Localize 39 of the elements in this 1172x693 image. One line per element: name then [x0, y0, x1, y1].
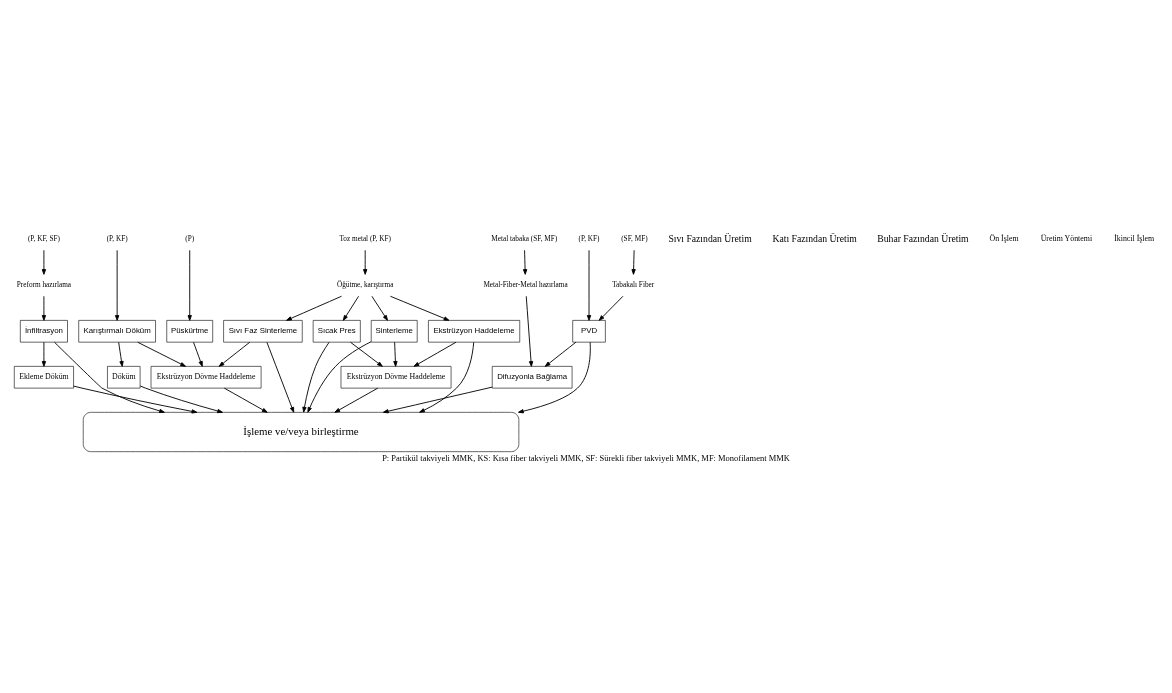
arrow [389, 295, 450, 321]
arrow [286, 295, 342, 321]
arrow [41, 295, 47, 321]
arrow [266, 341, 295, 413]
arrow [382, 386, 493, 413]
arrow [223, 387, 268, 413]
arrow [41, 249, 47, 275]
arrow [586, 249, 592, 321]
arrow [54, 341, 165, 413]
arrow [139, 385, 223, 413]
arrow [193, 341, 203, 367]
arrow [118, 341, 124, 367]
arrow [363, 249, 368, 275]
label: Buhar Fazından Üretim [877, 232, 969, 244]
arrow [218, 341, 251, 367]
arrow [114, 249, 120, 321]
arrow [73, 385, 198, 414]
arrow [137, 341, 186, 367]
arrow [350, 341, 383, 367]
node-box: İşleme ve/veya birleştirme [82, 411, 520, 452]
arrow [371, 295, 388, 321]
arrow [187, 249, 192, 321]
arrow [334, 387, 379, 413]
arrow [393, 341, 398, 367]
arrow [342, 295, 360, 321]
arrow [419, 341, 475, 413]
arrow [631, 249, 636, 275]
label: Katı Fazından Üretim [772, 232, 857, 244]
arrow [302, 341, 330, 413]
label: Sıvı Fazından Üretim [668, 232, 752, 244]
arrow [518, 341, 591, 413]
arrow [598, 295, 624, 321]
arrow [413, 341, 457, 367]
arrow [525, 295, 534, 367]
arrow [522, 249, 528, 275]
arrow [41, 341, 47, 367]
arrow [544, 341, 577, 367]
caption: P: Partikül takviyeli MMK, KS: Kısa fiber takviyeli MMK, SF: Sürekli fiber takviyeli MMK, MF: Monofilament MMK [382, 452, 790, 463]
arrow [307, 340, 372, 413]
